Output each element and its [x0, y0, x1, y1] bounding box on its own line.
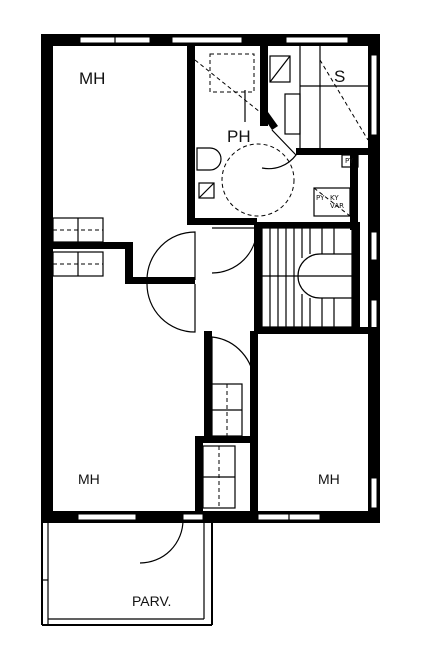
turning-circle [221, 143, 295, 217]
wall-closet-corner [125, 242, 133, 284]
wall-mh-right-left [250, 331, 258, 511]
wall-stair-left [254, 222, 262, 334]
right-wall [368, 34, 380, 523]
sauna-fixtures [269, 46, 369, 148]
wall-corridor-left [204, 331, 212, 441]
label-sauna: S [334, 67, 346, 86]
label-balcony: PARV. [132, 593, 172, 609]
door-ph [211, 227, 258, 274]
window-right-lower [370, 477, 378, 509]
window-bottom-door [182, 513, 204, 521]
wall-stair-top [254, 222, 358, 228]
interior-walls [53, 46, 380, 511]
door-mh-bottom-right [211, 336, 255, 385]
label-py-upper: PY [345, 157, 354, 165]
wardrobes-top [52, 217, 104, 277]
door-mh-top [146, 231, 196, 281]
wall-diagonal [260, 112, 278, 130]
staircase [261, 227, 353, 328]
label-mh-bottom-right: MH [318, 471, 340, 487]
wall-closet-left [195, 436, 203, 511]
doors [139, 129, 297, 564]
door-balcony [139, 519, 184, 564]
window-top-right [285, 36, 349, 44]
wall-mh-bottom [53, 242, 133, 249]
sauna-stove-icon [269, 55, 291, 83]
toilet-icon [196, 147, 222, 171]
door-mh-bottom-left [146, 283, 196, 333]
wall-stair-bottom [254, 327, 380, 334]
label-py-lower: PY [316, 194, 325, 202]
windows [77, 36, 378, 521]
floor-drain-icon [198, 182, 215, 199]
wall-corridor-stub [125, 277, 195, 284]
balcony [41, 523, 213, 626]
bathroom-fixtures [194, 53, 295, 217]
exterior-walls [41, 34, 380, 523]
wall-closet-bottom [195, 436, 250, 443]
window-right-stair-1 [370, 231, 378, 261]
utility-fixtures [313, 154, 359, 217]
label-mh-bottom-left: MH [78, 471, 100, 487]
utility-box [313, 187, 351, 217]
wall-mh-ph [187, 46, 195, 222]
label-mh-top-left: MH [79, 69, 106, 88]
window-right-stair-2 [370, 299, 378, 329]
left-wall [41, 34, 53, 523]
window-bottom-left [77, 513, 137, 521]
washing-machine-box [341, 154, 359, 168]
wardrobes-bottom [202, 383, 243, 509]
door-sauna [261, 129, 297, 170]
window-right-sauna [370, 54, 378, 136]
wall-ph-bottom [187, 218, 257, 225]
wall-utility-side [350, 155, 358, 230]
wall-stair-right [352, 222, 360, 334]
label-ph: PH [227, 127, 251, 146]
label-ky-var: KY VAR [330, 194, 344, 210]
window-top-mid [171, 36, 243, 44]
wall-sauna-bottom [296, 148, 368, 155]
wall-ph-sauna [260, 46, 268, 126]
